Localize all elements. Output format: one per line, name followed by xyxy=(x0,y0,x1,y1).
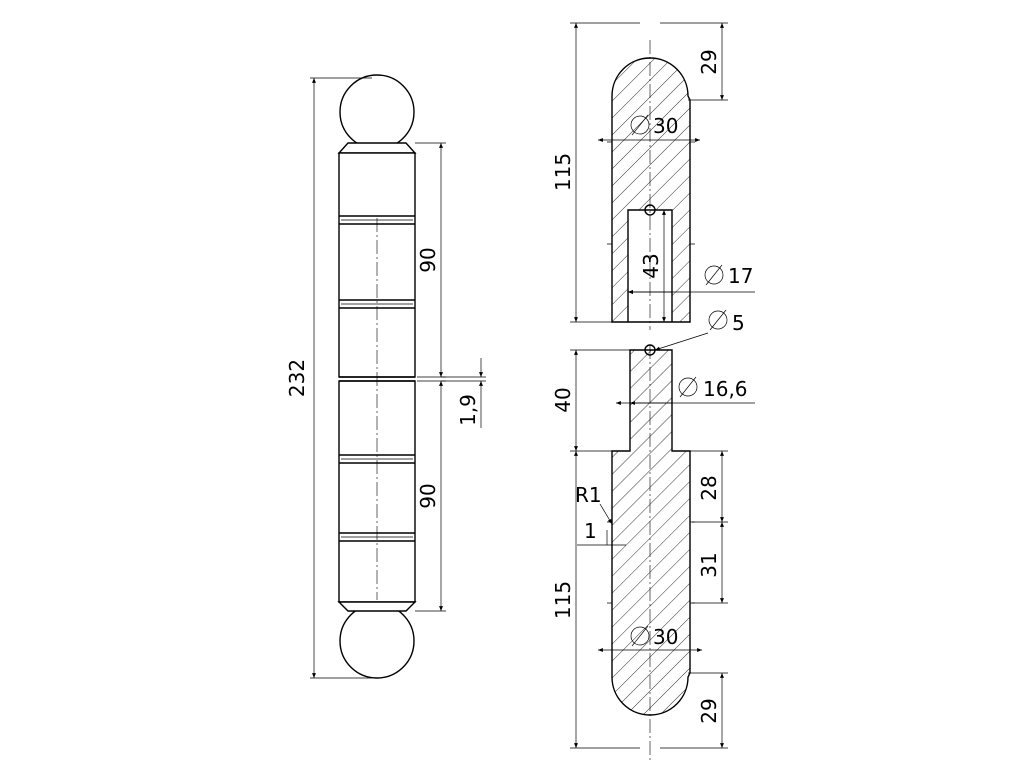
diameter-symbol-icon xyxy=(630,114,650,136)
ball-callout: 5 xyxy=(654,309,745,351)
dim-groove-depth: 1 xyxy=(584,519,597,543)
front-lower-chamfer xyxy=(337,601,417,612)
dim-lower-diameter: 30 xyxy=(653,625,678,649)
diameter-symbol-icon xyxy=(678,376,698,398)
upper-section-body xyxy=(611,57,691,323)
upper-section: 115 29 30 43 17 xyxy=(551,22,755,330)
dim-front-lower-barrel: 90 xyxy=(416,483,440,508)
dim-upper-ball: 29 xyxy=(697,49,721,74)
dim-upper-bore-diameter: 17 xyxy=(728,264,753,288)
lower-section: 40 16,6 115 R1 1 28 31 xyxy=(551,344,755,760)
dim-pin-diameter: 16,6 xyxy=(703,377,748,401)
lower-section-body xyxy=(611,349,691,716)
dim-ball-diameter: 5 xyxy=(732,311,745,335)
dim-pin-length: 40 xyxy=(551,387,575,412)
front-upper-chamfer xyxy=(337,142,417,154)
dim-lower-length: 115 xyxy=(551,581,575,619)
dim-front-upper-barrel: 90 xyxy=(416,247,440,272)
front-top-ball xyxy=(339,74,415,150)
dim-upper-bore-depth: 43 xyxy=(639,253,663,278)
diameter-symbol-icon xyxy=(630,625,650,647)
front-view: 232 90 90 1,9 xyxy=(285,74,486,679)
front-bottom-ball xyxy=(339,603,415,679)
dim-lower-ball: 29 xyxy=(697,698,721,723)
dim-upper-length: 115 xyxy=(551,153,575,191)
dim-front-gap: 1,9 xyxy=(456,394,480,426)
dim-groove-spacing-2: 31 xyxy=(697,552,721,577)
dim-groove-radius: R1 xyxy=(575,483,602,507)
diameter-symbol-icon xyxy=(708,309,728,331)
dim-groove-spacing-1: 28 xyxy=(697,475,721,500)
diameter-symbol-icon xyxy=(704,264,724,286)
dim-front-total: 232 xyxy=(285,359,309,397)
dim-upper-diameter: 30 xyxy=(653,114,678,138)
